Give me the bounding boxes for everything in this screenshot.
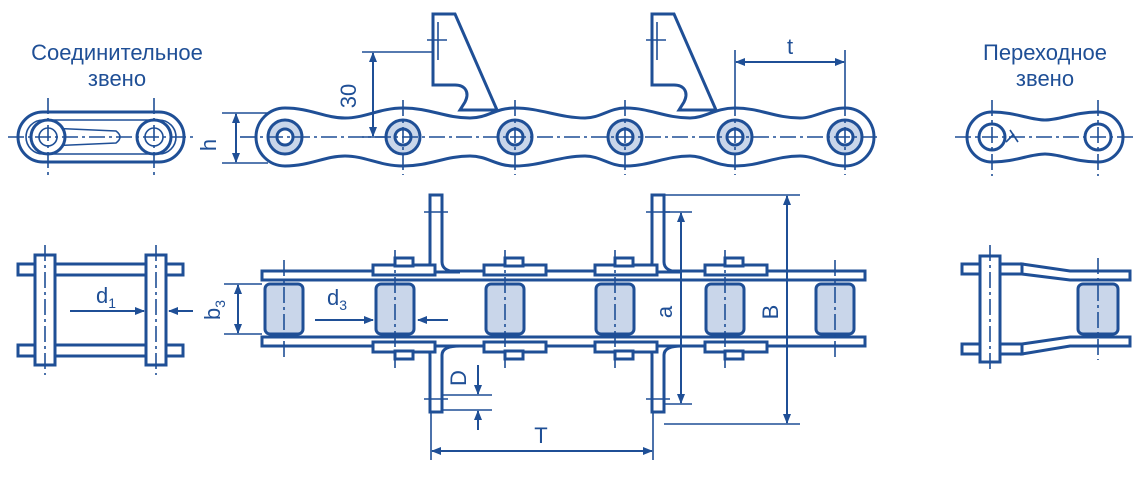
dimension-t-label: t <box>787 34 793 59</box>
dimension-a: a <box>652 211 692 405</box>
dimension-B: B <box>664 194 800 425</box>
connecting-link-title-line2: звено <box>88 66 146 91</box>
d1-symbol: d <box>96 283 108 308</box>
d3-symbol: d <box>327 285 339 310</box>
dimension-d3: d3 <box>315 285 448 324</box>
dimension-D: D <box>442 365 492 430</box>
transition-link-side-view <box>955 100 1135 176</box>
dimension-30-label: 30 <box>336 84 361 108</box>
dimension-d3-label: d3 <box>327 285 347 313</box>
dimension-d1-label: d1 <box>96 283 116 311</box>
dimension-B-label: B <box>758 305 783 320</box>
dimension-T-label: T <box>534 423 547 448</box>
dimension-t: t <box>734 34 846 100</box>
transition-link-title-line2: звено <box>1016 66 1074 91</box>
chain-top-view <box>260 193 867 414</box>
b3-subscript: 3 <box>212 300 228 308</box>
dimension-h: h <box>196 112 268 164</box>
dimension-b3-label: b3 <box>200 300 228 320</box>
b3-symbol: b <box>200 308 225 320</box>
dimension-T: T <box>430 412 654 460</box>
transition-link-top-view <box>960 245 1132 372</box>
dimension-D-label: D <box>446 370 471 386</box>
dimension-a-label: a <box>652 305 677 318</box>
d1-subscript: 1 <box>108 295 116 311</box>
dimension-30: 30 <box>336 51 433 138</box>
connecting-link-side-view <box>8 98 196 176</box>
transition-link-title-line1: Переходное <box>983 40 1107 65</box>
dimension-b3: b3 <box>200 283 262 335</box>
dimension-h-label: h <box>196 139 221 151</box>
d3-subscript: 3 <box>339 297 347 313</box>
chain-side-view <box>240 12 880 175</box>
connecting-link-top-view: d1 <box>16 245 193 375</box>
connecting-link-title-line1: Соединительное <box>31 40 203 65</box>
